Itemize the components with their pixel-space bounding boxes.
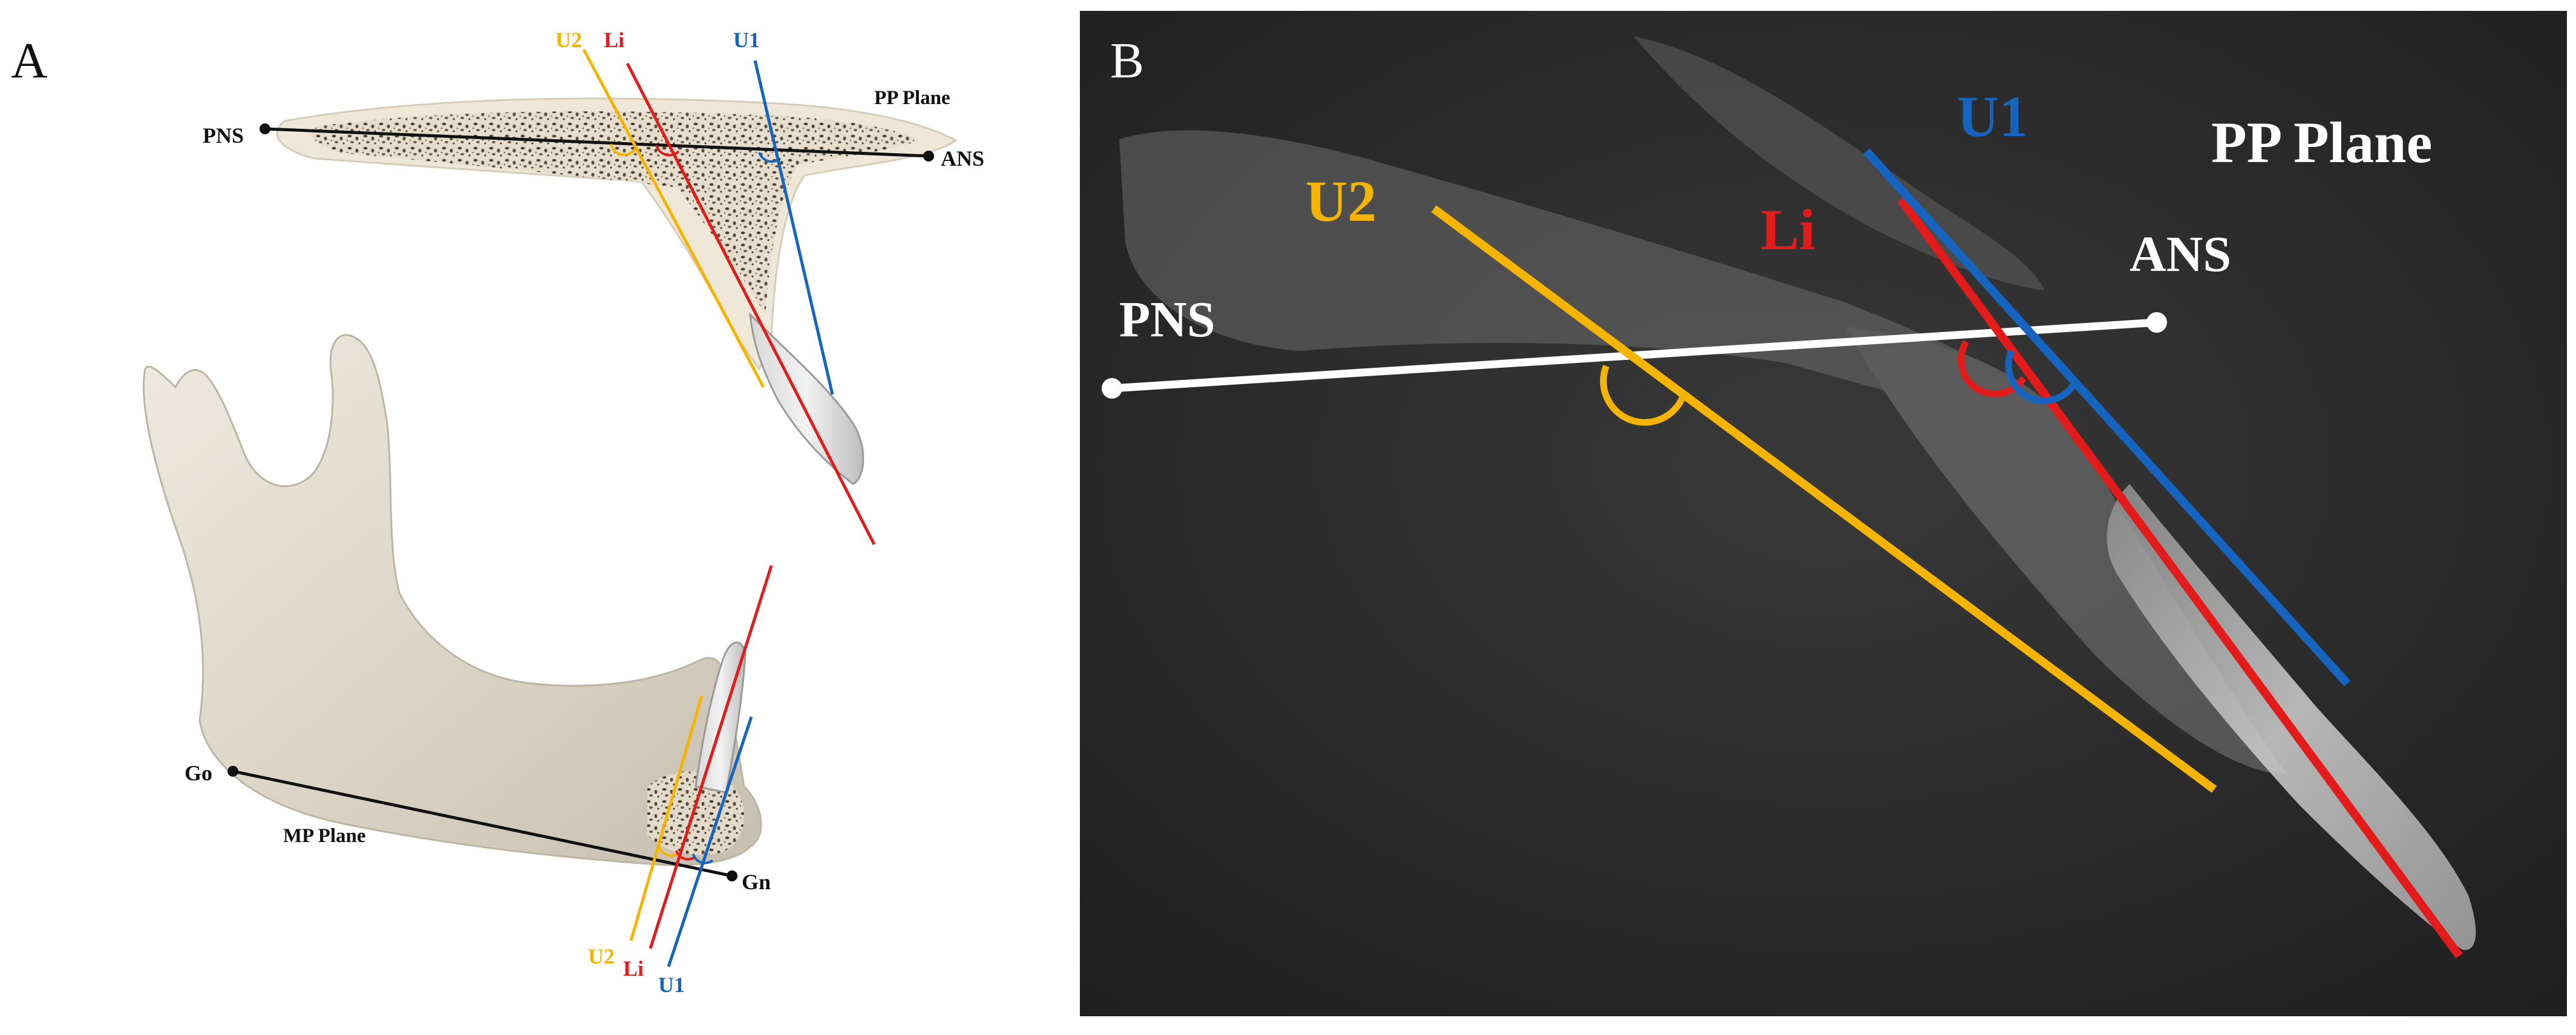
u1-label-mandible: U1 [658,973,685,997]
u1-line-b [1863,148,2351,687]
u2-line-b [1431,205,2217,793]
li-label-b: Li [1760,197,1816,262]
maxilla-spongy-bone [311,111,920,315]
ct-nasal-ghost [1633,36,2045,290]
mp-plane-label-a: MP Plane [283,825,366,847]
li-line-b [1897,197,2463,959]
u2-line-maxilla [582,48,765,388]
gn-point-a [727,870,737,881]
pns-point-a [260,123,270,134]
u2-angle-arc-mandible [658,846,680,857]
lower-incisor-shape [695,641,747,794]
u1-angle-arc-a [758,152,782,163]
ans-point-b [2146,312,2167,333]
u1-label-maxilla: U1 [733,28,760,52]
u1-line-mandible [667,716,753,967]
ans-label-a: ANS [941,146,984,171]
u2-line-mandible [629,695,704,941]
u2-label-mandible: U2 [588,944,615,968]
ct-alveolar-ghost [1845,327,2287,774]
ans-point-a [923,151,934,162]
li-angle-arc-a [655,145,680,157]
u1-angle-arc-b [2005,349,2080,405]
li-line-mandible [649,565,773,949]
ans-label-b: ANS [2130,226,2231,282]
u2-angle-arc-b [1600,364,1687,426]
u2-label-b: U2 [1306,169,1376,233]
go-label-a: Go [185,761,212,785]
panel-a-label: A [11,33,48,89]
gn-label-a: Gn [742,870,771,894]
li-label-maxilla: Li [604,28,624,52]
mp-plane-line-a [232,769,733,878]
panel-a: A PNS ANS PP Plane U2 Li U1 [11,28,984,997]
u1-label-b: U1 [1957,84,2028,149]
u1-angle-arc-mandible [692,854,714,864]
u2-label-maxilla: U2 [555,28,582,52]
li-angle-arc-b [1957,340,2027,397]
pns-label-a: PNS [203,123,244,148]
pp-plane-label-a: PP Plane [874,87,950,109]
pp-plane-label-b: PP Plane [2211,110,2432,175]
ct-bone-structures [1119,36,2287,774]
pns-label-b: PNS [1119,292,1215,348]
pns-point-b [1102,378,1122,399]
mandible-body [143,334,762,866]
u1-line-maxilla [753,60,834,395]
li-line-maxilla [626,62,876,546]
go-point-a [227,766,238,777]
panel-b: B PNS ANS PP Plane U2 Li U1 [1080,11,2567,1016]
mandible-illustration [143,334,762,866]
pp-plane-line-a [264,127,929,158]
panel-b-label: B [1110,33,1144,89]
ct-maxilla-ghost [1119,130,2057,424]
li-label-mandible: Li [623,956,644,981]
upper-incisor-shape [749,312,865,485]
u2-angle-arc-a [610,143,636,156]
li-angle-arc-mandible [675,850,697,861]
